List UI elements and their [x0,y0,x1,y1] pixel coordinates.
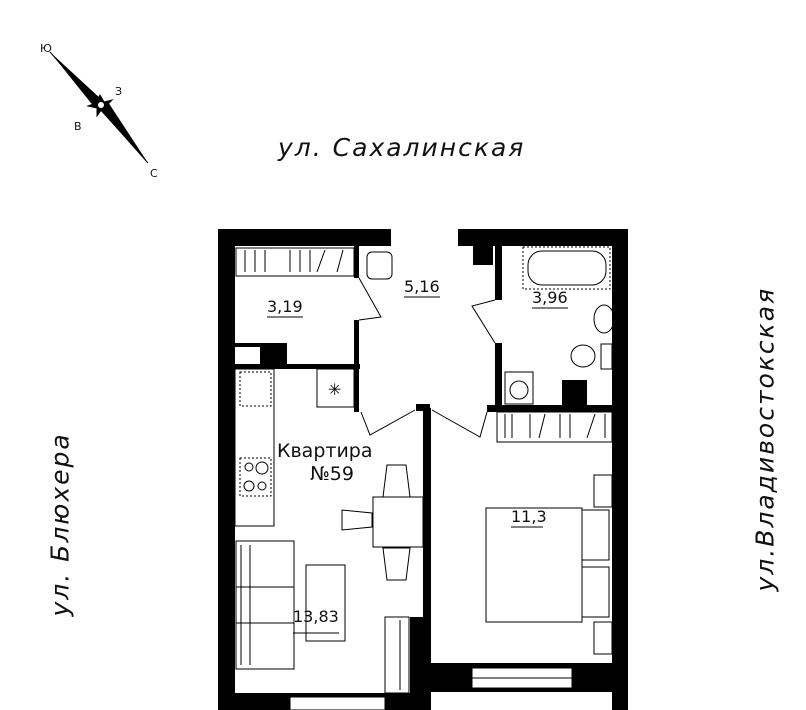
compass-label-e: З [115,85,122,98]
area-bathroom: 3,96 [532,288,568,307]
walls [218,229,628,710]
area-storage: 3,19 [267,297,303,316]
windows [289,667,573,710]
room-areas: 3,19 5,16 3,96 11,3 13,83 [267,277,568,634]
street-label-top: ул. Сахалинская [278,133,526,162]
area-hall: 5,16 [404,277,440,296]
svg-text:✳: ✳ [328,380,341,399]
area-bedroom: 11,3 [511,507,547,526]
compass-label-s: С [150,167,158,180]
fixtures: ✳ [234,246,615,694]
area-kitchen-living: 13,83 [293,607,339,626]
compass-label-n: Ю [40,42,52,55]
apartment-number: №59 [310,463,354,485]
compass-rose-icon: Ю З В С [40,42,158,180]
compass-label-w: В [74,120,82,133]
apartment-title: Квартира [277,440,373,462]
